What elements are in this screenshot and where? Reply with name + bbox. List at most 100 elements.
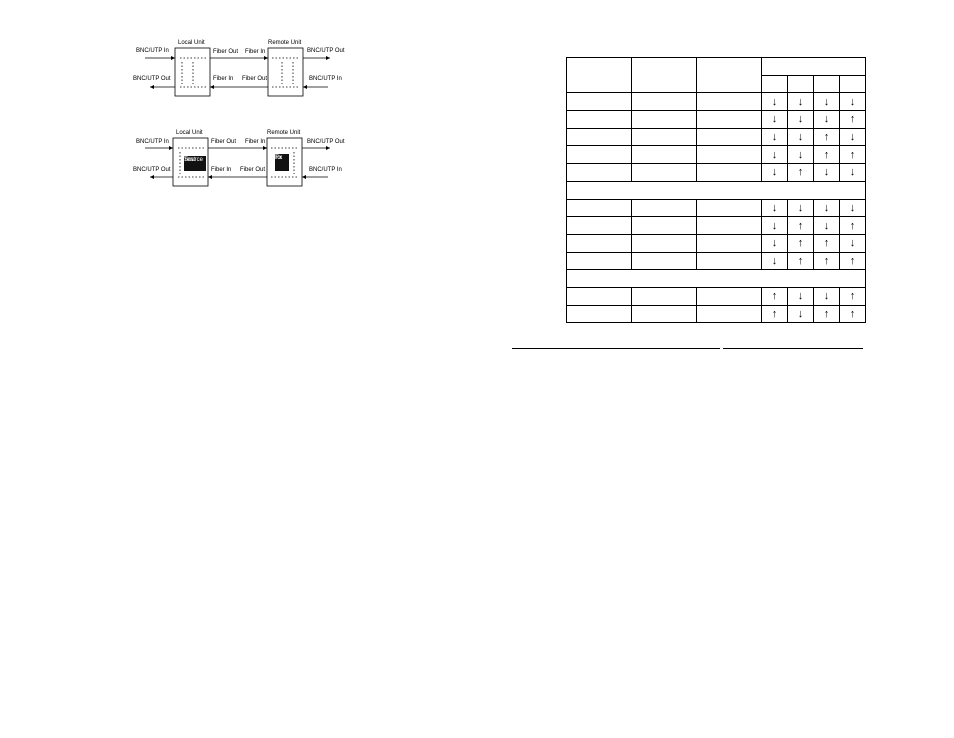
table-row: ↑↓↑↑	[566, 304, 866, 324]
right-in-label: BNC/UTP In	[309, 167, 342, 173]
switch-position-cell: ↓	[787, 145, 814, 165]
blank-cell	[696, 92, 762, 112]
header-cell	[696, 56, 762, 94]
switch-position-cell: ↓	[761, 127, 788, 147]
blank-cell	[631, 110, 697, 129]
switch-position-cell: ↓	[839, 92, 866, 112]
switch-position-cell: ↑	[813, 145, 840, 165]
table-body: ↓↓↓↓↓↓↓↑↓↓↑↓↓↓↑↑↓↑↓↓↓↓↓↓↓↑↓↑↓↑↑↓↓↑↑↑↑↓↓↑…	[566, 56, 866, 324]
table-row: ↓↓↓↓	[566, 198, 866, 218]
rx-label: Rx	[275, 155, 283, 161]
section-cell	[566, 269, 866, 288]
table-row: ↓↓↓↑	[566, 110, 866, 129]
switch-position-cell: ↑	[839, 110, 866, 129]
switch-position-cell: ↓	[787, 198, 814, 218]
table-row: ↓↑↓↓	[566, 163, 866, 182]
switch-position-cell: ↓	[761, 92, 788, 112]
fiber-in-local-label: Fiber In	[213, 76, 234, 82]
switch-position-cell: ↓	[761, 216, 788, 235]
switch-position-cell: ↓	[813, 286, 840, 306]
table-row: ↓↑↓↑	[566, 216, 866, 235]
table-row: ↓↓↓↓	[566, 92, 866, 112]
blank-cell	[696, 233, 762, 253]
blank-cell	[566, 92, 632, 112]
switch-position-cell: ↓	[813, 163, 840, 182]
switch-position-cell: ↓	[787, 127, 814, 147]
switch-position-cell: ↓	[787, 92, 814, 112]
switch-position-cell: ↑	[813, 251, 840, 271]
blank-cell	[631, 198, 697, 218]
blank-cell	[696, 198, 762, 218]
switch-group-header	[761, 57, 866, 76]
blank-cell	[631, 145, 697, 165]
blank-cell	[566, 127, 632, 147]
switch-header-cell	[839, 74, 866, 94]
switch-position-cell: ↓	[761, 110, 788, 129]
switch-position-cell: ↓	[787, 286, 814, 306]
switch-position-cell: ↑	[761, 304, 788, 324]
blank-cell	[566, 251, 632, 271]
test-label: Test	[184, 157, 196, 163]
switch-settings-table: ↓↓↓↓↓↓↓↑↓↓↑↓↓↓↑↑↓↑↓↓↓↓↓↓↓↑↓↑↓↑↑↓↓↑↑↑↑↓↓↑…	[566, 56, 866, 324]
blank-cell	[696, 127, 762, 147]
switch-position-cell: ↓	[787, 304, 814, 324]
switch-header-cell	[761, 74, 788, 94]
diagram-lines	[145, 47, 330, 97]
switch-header-cell	[813, 74, 840, 94]
blank-cell	[631, 216, 697, 235]
blank-cell	[696, 163, 762, 182]
loopback-diagram-normal: Local Unit Remote Unit BNC/UTP In BNC/UT…	[130, 40, 350, 110]
switch-position-cell: ↓	[839, 233, 866, 253]
table-row: ↓↑↑↓	[566, 233, 866, 253]
blank-cell	[631, 304, 697, 324]
footer-rule-right	[723, 348, 863, 349]
header-cell	[566, 56, 632, 94]
switch-header-cell	[787, 74, 814, 94]
blank-cell	[696, 145, 762, 165]
left-out-label: BNC/UTP Out	[133, 76, 171, 82]
fiber-in-remote-label: Fiber In	[245, 139, 266, 145]
left-in-label: BNC/UTP In	[136, 139, 169, 145]
table-row: ↓↑↑↑	[566, 251, 866, 271]
blank-cell	[631, 163, 697, 182]
switch-position-cell: ↑	[761, 286, 788, 306]
switch-position-cell: ↑	[813, 233, 840, 253]
switch-position-cell: ↑	[813, 127, 840, 147]
blank-cell	[566, 233, 632, 253]
fiber-out-remote-label: Fiber Out	[240, 167, 266, 173]
blank-cell	[631, 286, 697, 306]
switch-position-cell: ↑	[787, 233, 814, 253]
section-row	[566, 269, 866, 288]
blank-cell	[631, 92, 697, 112]
switch-position-cell: ↓	[813, 110, 840, 129]
remote-unit-label: Remote Unit	[267, 130, 301, 136]
table-row: ↓↓↑↑	[566, 145, 866, 165]
fiber-in-local-label: Fiber In	[211, 167, 232, 173]
blank-cell	[696, 304, 762, 324]
switch-position-cell: ↓	[787, 110, 814, 129]
switch-position-cell: ↓	[761, 145, 788, 165]
switch-position-cell: ↓	[761, 233, 788, 253]
fiber-out-local-label: Fiber Out	[213, 49, 239, 55]
switch-position-cell: ↑	[839, 286, 866, 306]
source-label: Source	[184, 157, 204, 163]
switch-position-cell: ↑	[839, 145, 866, 165]
switch-position-cell: ↓	[839, 127, 866, 147]
local-unit-label: Local Unit	[176, 130, 203, 136]
local-unit-label: Local Unit	[178, 40, 205, 46]
blank-cell	[631, 233, 697, 253]
switch-position-cell: ↓	[761, 198, 788, 218]
switch-position-cell: ↓	[813, 92, 840, 112]
blank-cell	[696, 286, 762, 306]
blank-cell	[566, 198, 632, 218]
blank-cell	[566, 163, 632, 182]
switch-position-cell: ↓	[761, 251, 788, 271]
remote-unit-label: Remote Unit	[268, 40, 302, 46]
blank-cell	[566, 216, 632, 235]
switch-position-cell: ↑	[839, 251, 866, 271]
table-row: ↓↓↑↓	[566, 127, 866, 147]
fiber-out-remote-label: Fiber Out	[242, 76, 268, 82]
switch-position-cell: ↓	[761, 163, 788, 182]
switch-position-cell: ↑	[813, 304, 840, 324]
switch-position-cell: ↑	[787, 251, 814, 271]
